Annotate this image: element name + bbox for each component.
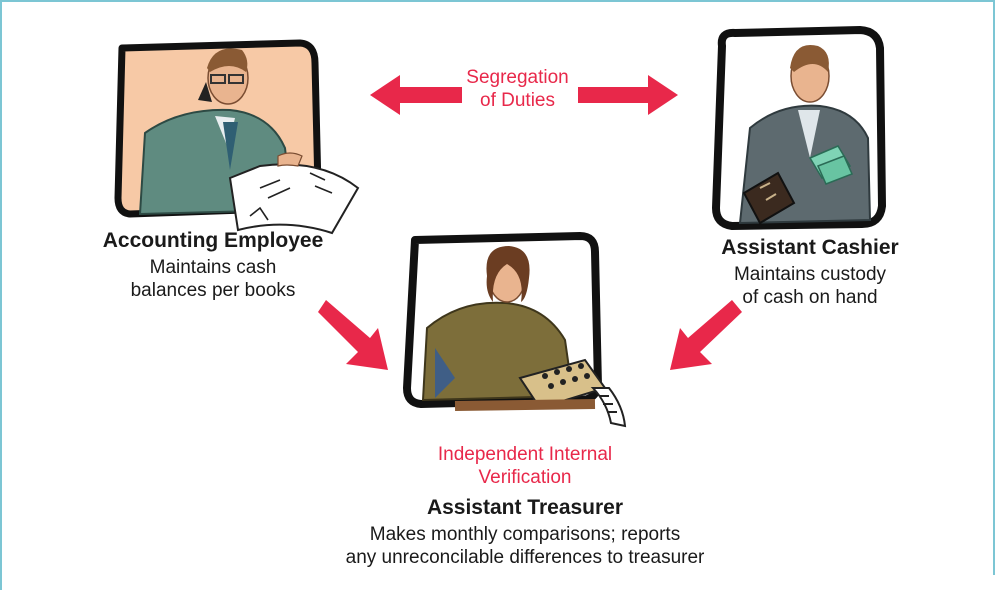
segregation-line-2: of Duties (480, 90, 555, 111)
arrow-left-segregation (370, 75, 462, 115)
independent-verification-line-1: Independent Internal (437, 444, 613, 465)
independent-verification-line-2: Verification (478, 467, 572, 488)
arrow-from-accounting-employee (318, 300, 388, 370)
assistant-cashier-role: Assistant Cashier (721, 236, 899, 259)
assistant-treasurer-text: Independent Internal Verification Assist… (295, 443, 755, 569)
frame-left-border (0, 0, 2, 590)
frame-top-border (0, 0, 995, 2)
frame-right-border (993, 0, 995, 575)
segregation-line-1: Segregation (466, 67, 569, 88)
segregation-of-duties-label: Segregation of Duties (455, 66, 580, 112)
assistant-cashier-text: Assistant Cashier Maintains custody of c… (690, 235, 930, 309)
accounting-employee-role: Accounting Employee (102, 229, 324, 252)
assistant-treasurer-desc-2: any unreconcilable differences to treasu… (345, 547, 705, 568)
assistant-treasurer-role: Assistant Treasurer (426, 496, 624, 519)
accounting-employee-desc-1: Maintains cash (149, 257, 277, 278)
accounting-employee-desc-2: balances per books (130, 280, 296, 301)
assistant-treasurer-desc-1: Makes monthly comparisons; reports (369, 524, 681, 545)
arrow-right-segregation (578, 75, 678, 115)
assistant-treasurer-illustration (403, 232, 627, 428)
accounting-employee-text: Accounting Employee Maintains cash balan… (68, 228, 358, 302)
arrow-from-assistant-cashier (670, 300, 742, 370)
assistant-cashier-illustration (712, 26, 886, 230)
assistant-cashier-desc-1: Maintains custody (733, 264, 887, 285)
accounting-employee-illustration (114, 39, 360, 235)
assistant-cashier-desc-2: of cash on hand (742, 287, 878, 308)
